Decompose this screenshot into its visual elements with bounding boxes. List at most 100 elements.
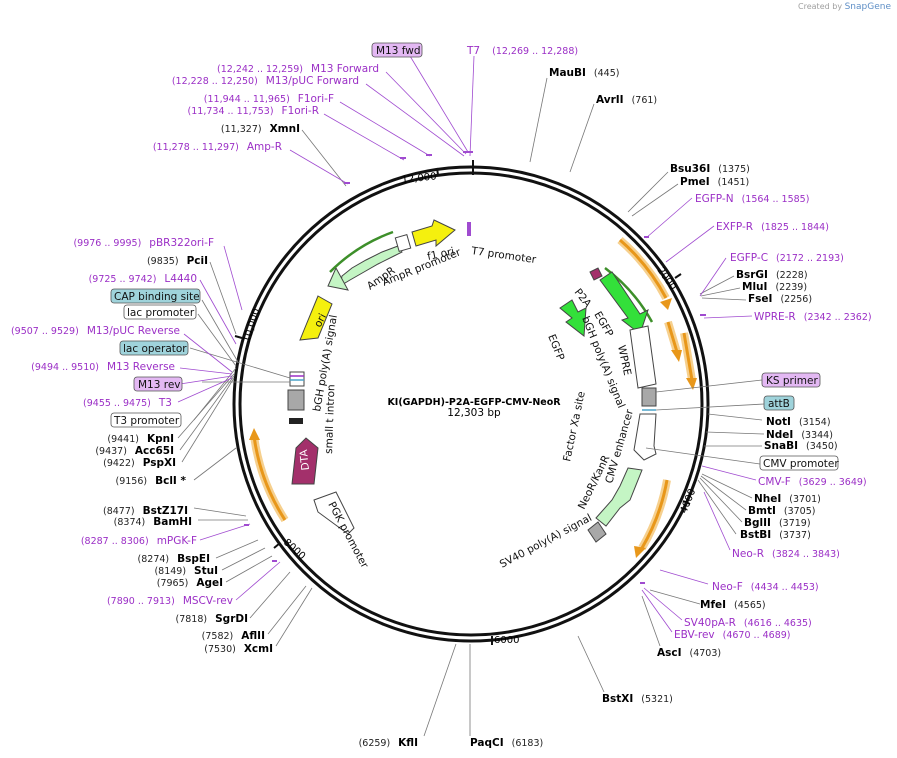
primer-mpgk-f: (8287 .. 8306)mPGK-F (81, 535, 197, 547)
primer-f1ori-r: (11,734 .. 11,753)F1ori-R (188, 105, 319, 117)
primer-marker (426, 154, 432, 156)
primer-marker (272, 560, 277, 562)
primer-marker (644, 236, 649, 238)
primer-wpre-r: WPRE-R(2342 .. 2362) (754, 311, 872, 323)
feature-label-f1-ori: f1 ori (426, 246, 455, 263)
enzyme-bsrgi: BsrGI(2228) (736, 269, 808, 281)
primer-t3: (9455 .. 9475)T3 (83, 397, 172, 409)
plasmid-name: KI(GAPDH)-P2A-EGFP-CMV-NeoR (387, 397, 561, 408)
pleader-wpre-r (703, 315, 753, 319)
leader-bcli (193, 447, 237, 481)
enzyme-mfei: MfeI(4565) (700, 599, 766, 611)
leader-kpni (177, 373, 235, 439)
ori-arrow (299, 295, 333, 341)
feature-label-sv40-polya: SV40 poly(A) signal (498, 512, 594, 571)
tick-label-12000: 12,000 (401, 171, 437, 186)
box-t3-promoter (110, 412, 182, 428)
pleader-ebv-rev (641, 589, 673, 633)
pleader-pbr322 (223, 245, 243, 311)
boxed-labels: M13 fwd KS primer M13 rev attB CAP bindi… (110, 42, 839, 471)
leader-bluntline-5 (189, 347, 291, 379)
leader-bglii (699, 477, 743, 523)
primer-labels-left: (7890 .. 7913)MSCV-rev (8287 .. 8306)mPG… (11, 63, 379, 607)
orange-arc-arrow-core (682, 332, 694, 381)
pleader-m13-rev-box (179, 375, 233, 385)
leader-mfei (649, 589, 701, 605)
pleader-sv40pa-r (643, 587, 683, 621)
pleader-amp-r (289, 149, 349, 185)
pleader-mpgk-f (199, 523, 251, 541)
primer-neo-f: Neo-F(4434 .. 4453) (712, 581, 819, 593)
enzyme-kpni: (9441)KpnI (107, 433, 174, 445)
enzyme-pcii: (9835)PciI (147, 255, 208, 267)
primer-l4440: (9725 .. 9742)L4440 (89, 273, 197, 285)
leader-nhei (701, 473, 753, 499)
enzyme-pmei: PmeI(1451) (680, 176, 749, 188)
dta-arrow (291, 437, 319, 485)
enzyme-ndei: NdeI(3344) (766, 429, 833, 441)
leader-pmei (631, 183, 679, 217)
backbone-outer-ring (232, 165, 710, 643)
outer-feature-arrows (249, 236, 697, 558)
primer-m13-puc-reverse: (9507 .. 9529)M13/pUC Reverse (11, 325, 180, 337)
enzyme-bstxi: BstXI(5321) (602, 693, 673, 705)
orange-arc-arrow-core (619, 238, 668, 299)
leader-kfli (423, 643, 457, 737)
primer-marker (244, 524, 249, 526)
leader-bspei (215, 539, 259, 559)
primer-marker (400, 157, 406, 159)
label-lac-operator: lac operator (123, 343, 187, 355)
primer-exfp-r: EXFP-R(1825 .. 1844) (716, 221, 829, 233)
tick-4000-mark (682, 500, 691, 505)
label-m13-fwd: M13 fwd (376, 45, 421, 57)
enzyme-bamhi: (8374)BamHI (114, 516, 192, 528)
pleader-m13-reverse (179, 367, 233, 375)
leader-stui (221, 547, 266, 571)
orange-arc-arrow-core (252, 435, 287, 521)
enzyme-kfli: (6259)KflI (359, 737, 418, 749)
pleader-egfp-n (645, 197, 693, 239)
label-ks-primer: KS primer (766, 375, 818, 387)
feature-label-small-t-intron: small t intron (323, 384, 337, 454)
ampr-arrowhead (327, 266, 349, 291)
primer-marker (700, 314, 706, 316)
orange-arc-arrow-core (640, 479, 669, 549)
leader-bstbi (697, 479, 737, 535)
leader-bsu36i (627, 171, 669, 213)
leader-bstxi (577, 635, 605, 693)
cmv-enhancer-arrow (633, 413, 657, 461)
leader-noti (707, 413, 763, 421)
primer-f1ori-f: (11,944 .. 11,965)F1ori-F (204, 93, 334, 105)
primer-egfp-c: EGFP-C(2172 .. 2193) (730, 252, 844, 264)
pleader-neo-f (659, 569, 709, 585)
orange-arc-arrow-core (666, 321, 679, 353)
neor-arrow (595, 467, 643, 527)
attb-box (641, 387, 657, 407)
backbone-inner-ring (238, 171, 704, 637)
brand-prefix: Created by (798, 2, 843, 11)
tick-10000-mark (234, 335, 243, 339)
leader-pcii (209, 261, 237, 335)
leader-fsei (701, 297, 747, 301)
primer-leaders (177, 55, 757, 633)
primer-marker (344, 182, 350, 184)
orange-arc-arrow (638, 479, 671, 551)
enzyme-bmti: BmtI(3705) (748, 505, 815, 517)
leader-avrii (569, 103, 595, 173)
label-t3-promoter: T3 promoter (113, 415, 180, 427)
box-lac-operator (119, 340, 189, 356)
enzyme-nhei: NheI(3701) (754, 493, 821, 505)
leader-attb (655, 403, 765, 411)
box-cap-binding-site (110, 288, 201, 304)
p2a-arrow (589, 267, 603, 281)
primer-m13-forward: (12,242 .. 12,259)M13 Forward (217, 63, 379, 75)
feature-label-ori: ori (312, 312, 329, 330)
feature-label-factor-xa-site: Factor Xa site (561, 390, 588, 462)
orange-arc-arrowhead (660, 298, 672, 310)
primer-labels-right: EGFP-N(1564 .. 1585) EXFP-R(1825 .. 1844… (674, 193, 872, 641)
orange-arc-arrowhead (249, 428, 260, 440)
label-cap-binding-site: CAP binding site (114, 291, 200, 303)
enzyme-labels: MauBI(445) AvrII(761) Bsu36I(1375) PmeI(… (470, 67, 838, 749)
leader-agei (225, 555, 273, 583)
leader-ks-primer (655, 379, 763, 393)
